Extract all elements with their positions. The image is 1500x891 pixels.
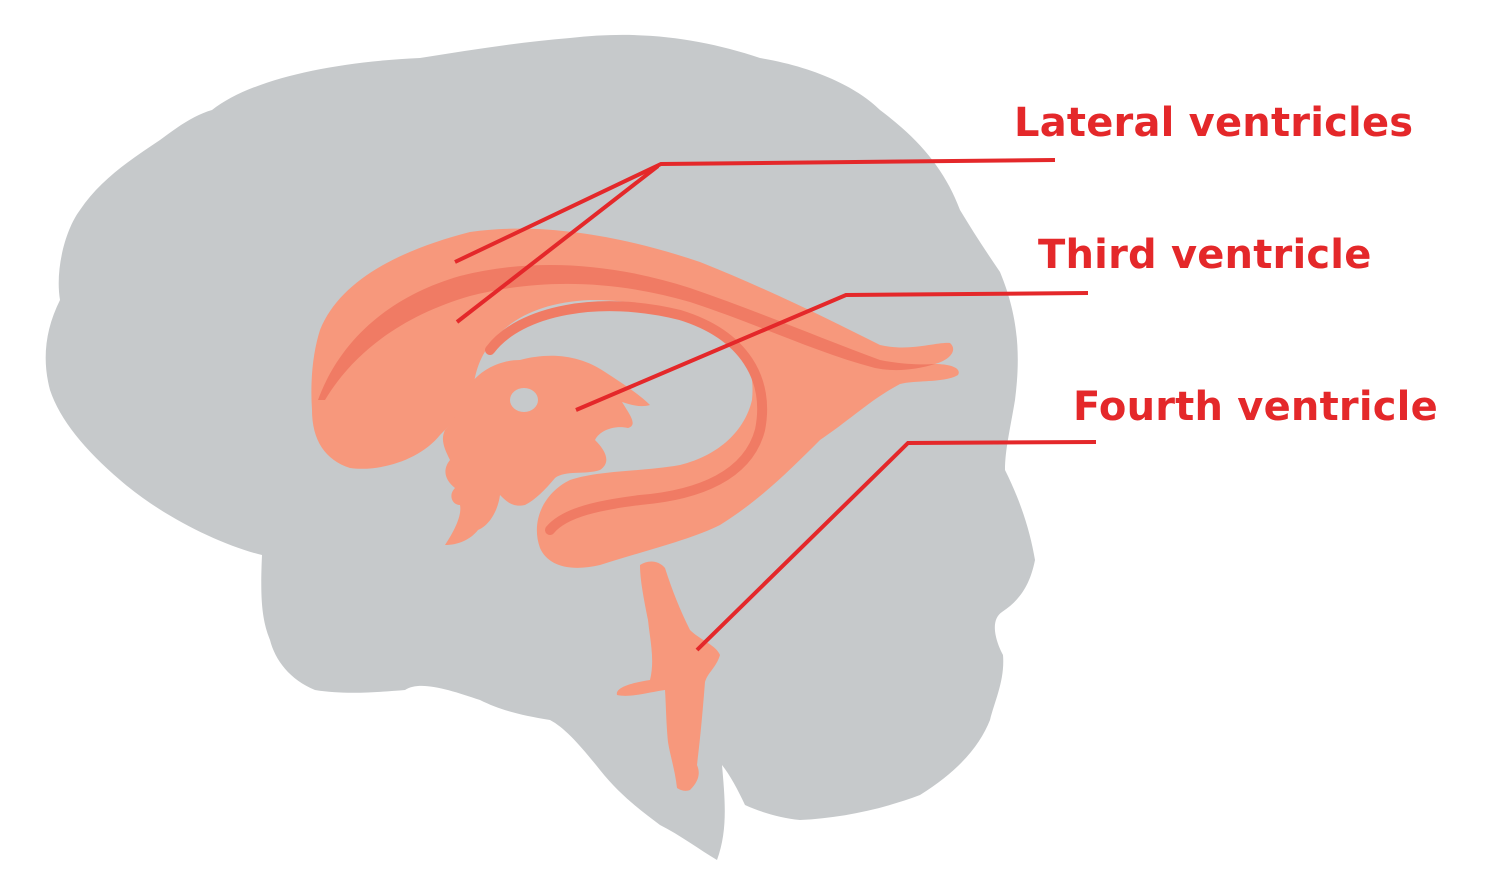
interthalamic-adhesion: [510, 388, 538, 412]
fourth-ventricle: [616, 561, 720, 791]
leader-lines: [454, 158, 1097, 652]
label-third-ventricle: Third ventricle: [1038, 232, 1372, 278]
third-ventricle: [442, 355, 650, 545]
label-fourth-ventricle: Fourth ventricle: [1073, 384, 1438, 430]
lateral-ventricle: [311, 228, 959, 568]
leader-line-third: [575, 291, 1089, 412]
label-lateral-ventricles: Lateral ventricles: [1014, 100, 1414, 146]
leader-line-fourth: [695, 440, 1097, 652]
lateral-ventricle-inner-arc: [485, 301, 768, 535]
leader-line-lateral-b: [455, 164, 660, 324]
leader-line-lateral-a: [454, 158, 1056, 264]
